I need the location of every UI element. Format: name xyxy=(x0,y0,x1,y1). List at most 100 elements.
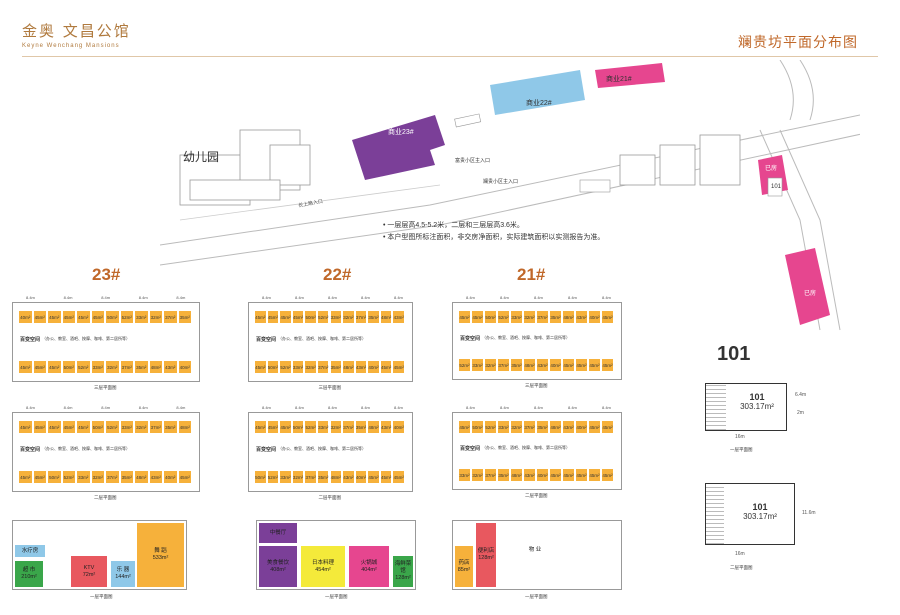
b22-f2-cell: 35m² xyxy=(354,420,368,434)
b22-shop-name: 火锅城 xyxy=(360,559,378,566)
b23-f3-cell: 48m² xyxy=(148,360,163,374)
b23-f2-cell: 45m² xyxy=(18,470,33,484)
b23-shop-name: 水疗房 xyxy=(21,547,39,554)
b21-f2-cell: 35m² xyxy=(497,468,510,482)
b23-f2-cell: 50m² xyxy=(47,470,62,484)
b22-shop-name: 海鲜菜馆 xyxy=(394,561,412,574)
b21-f3-cell: 45m² xyxy=(458,310,471,324)
b23-f2-cell: 45m² xyxy=(18,420,33,434)
b23-f3-cell: 45m² xyxy=(90,310,105,324)
b21-shop-name: 药店 xyxy=(458,559,470,566)
b23-shop-area: 144m² xyxy=(115,574,131,580)
b23-f2-cell: 43m² xyxy=(148,470,163,484)
b22-f3-cell: 32m² xyxy=(342,310,355,324)
unit101-dim-w1: 16m xyxy=(735,434,745,440)
b21-f2-cell: 52m² xyxy=(484,420,497,434)
b21-f2-cell: 48m² xyxy=(510,468,523,482)
b21-f3-cell: 45m² xyxy=(562,358,575,372)
b21-f3-cell: 52m² xyxy=(497,310,510,324)
b21-f2-flex-note: （办公、教室、酒吧、按摩、咖啡、第二居所等） xyxy=(482,445,570,450)
b23-f2-dim: 8.4m xyxy=(63,405,73,410)
unit101-dim-h2: 11.6m xyxy=(802,510,816,516)
b23-f2-cell: 48m² xyxy=(134,470,149,484)
b23-f2-cell: 48m² xyxy=(177,420,192,434)
b22-f2-caption: 二层平面图 xyxy=(318,495,342,500)
b21-f3-cell: 45m² xyxy=(575,358,588,372)
b21-f3-cell: 52m² xyxy=(458,358,471,372)
b22-f3-cell: 40m² xyxy=(367,360,380,374)
b22-f2-cell: 45m² xyxy=(367,470,380,484)
b22-f3-cell: 33m² xyxy=(291,360,305,374)
b21-f3-cell: 45m² xyxy=(601,358,614,372)
b22-f2-cell: 48m² xyxy=(329,470,343,484)
b23-f3-cell: 45m² xyxy=(47,310,62,324)
b22-f2-cell: 33m² xyxy=(279,470,292,484)
notes: • 一层层高4.5-5.2米，二层和三层层高3.6米。 • 本户型图所标注面积，… xyxy=(383,220,604,244)
b21-f3-dim: 8.4m xyxy=(466,295,475,300)
b21-f3-dim: 8.4m xyxy=(602,295,611,300)
biz21-label: 商业21# xyxy=(606,76,632,83)
b23-f3-cell: 45m² xyxy=(76,310,91,324)
b23-f3-dim: 8.4m xyxy=(63,295,73,300)
b22-shop-name: 中餐厅 xyxy=(269,529,287,536)
b22-f2-dim: 8.4m xyxy=(394,405,403,410)
b21-f2-cell: 45m² xyxy=(588,420,601,434)
b23-f2-flex-note: （办公、教室、酒吧、按摩、咖啡、第二居所等） xyxy=(42,446,130,451)
b22-f2-cell: 40m² xyxy=(354,470,368,484)
brand-en: Keyne Wenchang Mansions xyxy=(22,43,120,49)
b21-f3-cell: 37m² xyxy=(536,310,549,324)
b23-f3-dim: 8.4m xyxy=(176,295,186,300)
b21-f2-cell: 45m² xyxy=(575,468,588,482)
b23-f2-flex-label: 百变空间 xyxy=(20,447,41,453)
b22-shop-area: 404m² xyxy=(361,566,377,573)
b21-f2-cell: 33m² xyxy=(497,420,510,434)
b21-shop-area: 85m² xyxy=(457,566,471,573)
b23-f2-cell: 45m² xyxy=(32,470,47,484)
brand-logo: 金奥 文昌公馆 Keyne Wenchang Mansions xyxy=(22,20,131,49)
b21-f3-dim: 8.4m xyxy=(568,295,577,300)
unit101-floor2-area: 303.17m² xyxy=(743,512,777,521)
b22-f2-cell: 45m² xyxy=(392,470,405,484)
b22-f3-cell: 45m² xyxy=(279,310,292,324)
biz23-label: 商业23# xyxy=(388,129,414,136)
b22-shop-name: 日本料理 xyxy=(311,559,334,566)
b23-shop-name: KTV xyxy=(83,564,95,571)
page-title: 斓贵坊平面分布图 xyxy=(738,34,858,50)
b21-f2-cell: 45m² xyxy=(549,468,562,482)
b23-f2-cell: 52m² xyxy=(61,470,76,484)
b21-f3-cell: 50m² xyxy=(484,310,497,324)
b22-f2-dim: 8.4m xyxy=(361,405,370,410)
b21-shop-area: 128m² xyxy=(478,555,494,561)
b22-f2-cell: 52m² xyxy=(304,420,317,434)
b22-shop-area: 454m² xyxy=(315,566,331,573)
b23-f2-cell: 40m² xyxy=(163,470,178,484)
unit101-floor1-area: 303.17m² xyxy=(740,402,774,411)
b23-f3-cell: 45m² xyxy=(47,360,62,374)
b21-f2-cell: 45m² xyxy=(562,468,575,482)
b22-f2-cell: 32m² xyxy=(291,470,305,484)
b21-f3-cell: 32m² xyxy=(523,310,536,324)
b21-f3-cell: 43m² xyxy=(536,358,549,372)
b22-shop-0: 中餐厅 xyxy=(258,522,298,544)
b22-f2-dim: 8.4m xyxy=(328,405,337,410)
b22-f3-cell: 52m² xyxy=(316,310,330,324)
b21-f2-cell: 45m² xyxy=(601,420,614,434)
b23-f3-flex-note: （办公、教室、酒吧、按摩、咖啡、第二居所等） xyxy=(42,336,130,341)
b22-f3-cell: 37m² xyxy=(316,360,330,374)
b22-f3-cell: 35m² xyxy=(367,310,380,324)
b21-f3-cell: 45m² xyxy=(601,310,614,324)
b22-f3-caption: 三层平面图 xyxy=(318,385,342,390)
b23-f3-caption: 三层平面图 xyxy=(94,385,117,390)
b21-f2-caption: 二层平面图 xyxy=(525,493,548,498)
title-divider xyxy=(22,56,878,57)
b21-f3-cell: 37m² xyxy=(497,358,510,372)
b23-f2-cell: 33m² xyxy=(119,420,134,434)
b22-f3-dim: 8.4m xyxy=(328,295,337,300)
b22-f3-cell: 45m² xyxy=(291,310,305,324)
b21-f2-cell: 40m² xyxy=(536,468,549,482)
b23-f3-cell: 40m² xyxy=(177,360,192,374)
b23-f2-cell: 45m² xyxy=(76,420,91,434)
b22-f2-cell: 50m² xyxy=(254,470,267,484)
b22-f3-cell: 35m² xyxy=(329,360,343,374)
